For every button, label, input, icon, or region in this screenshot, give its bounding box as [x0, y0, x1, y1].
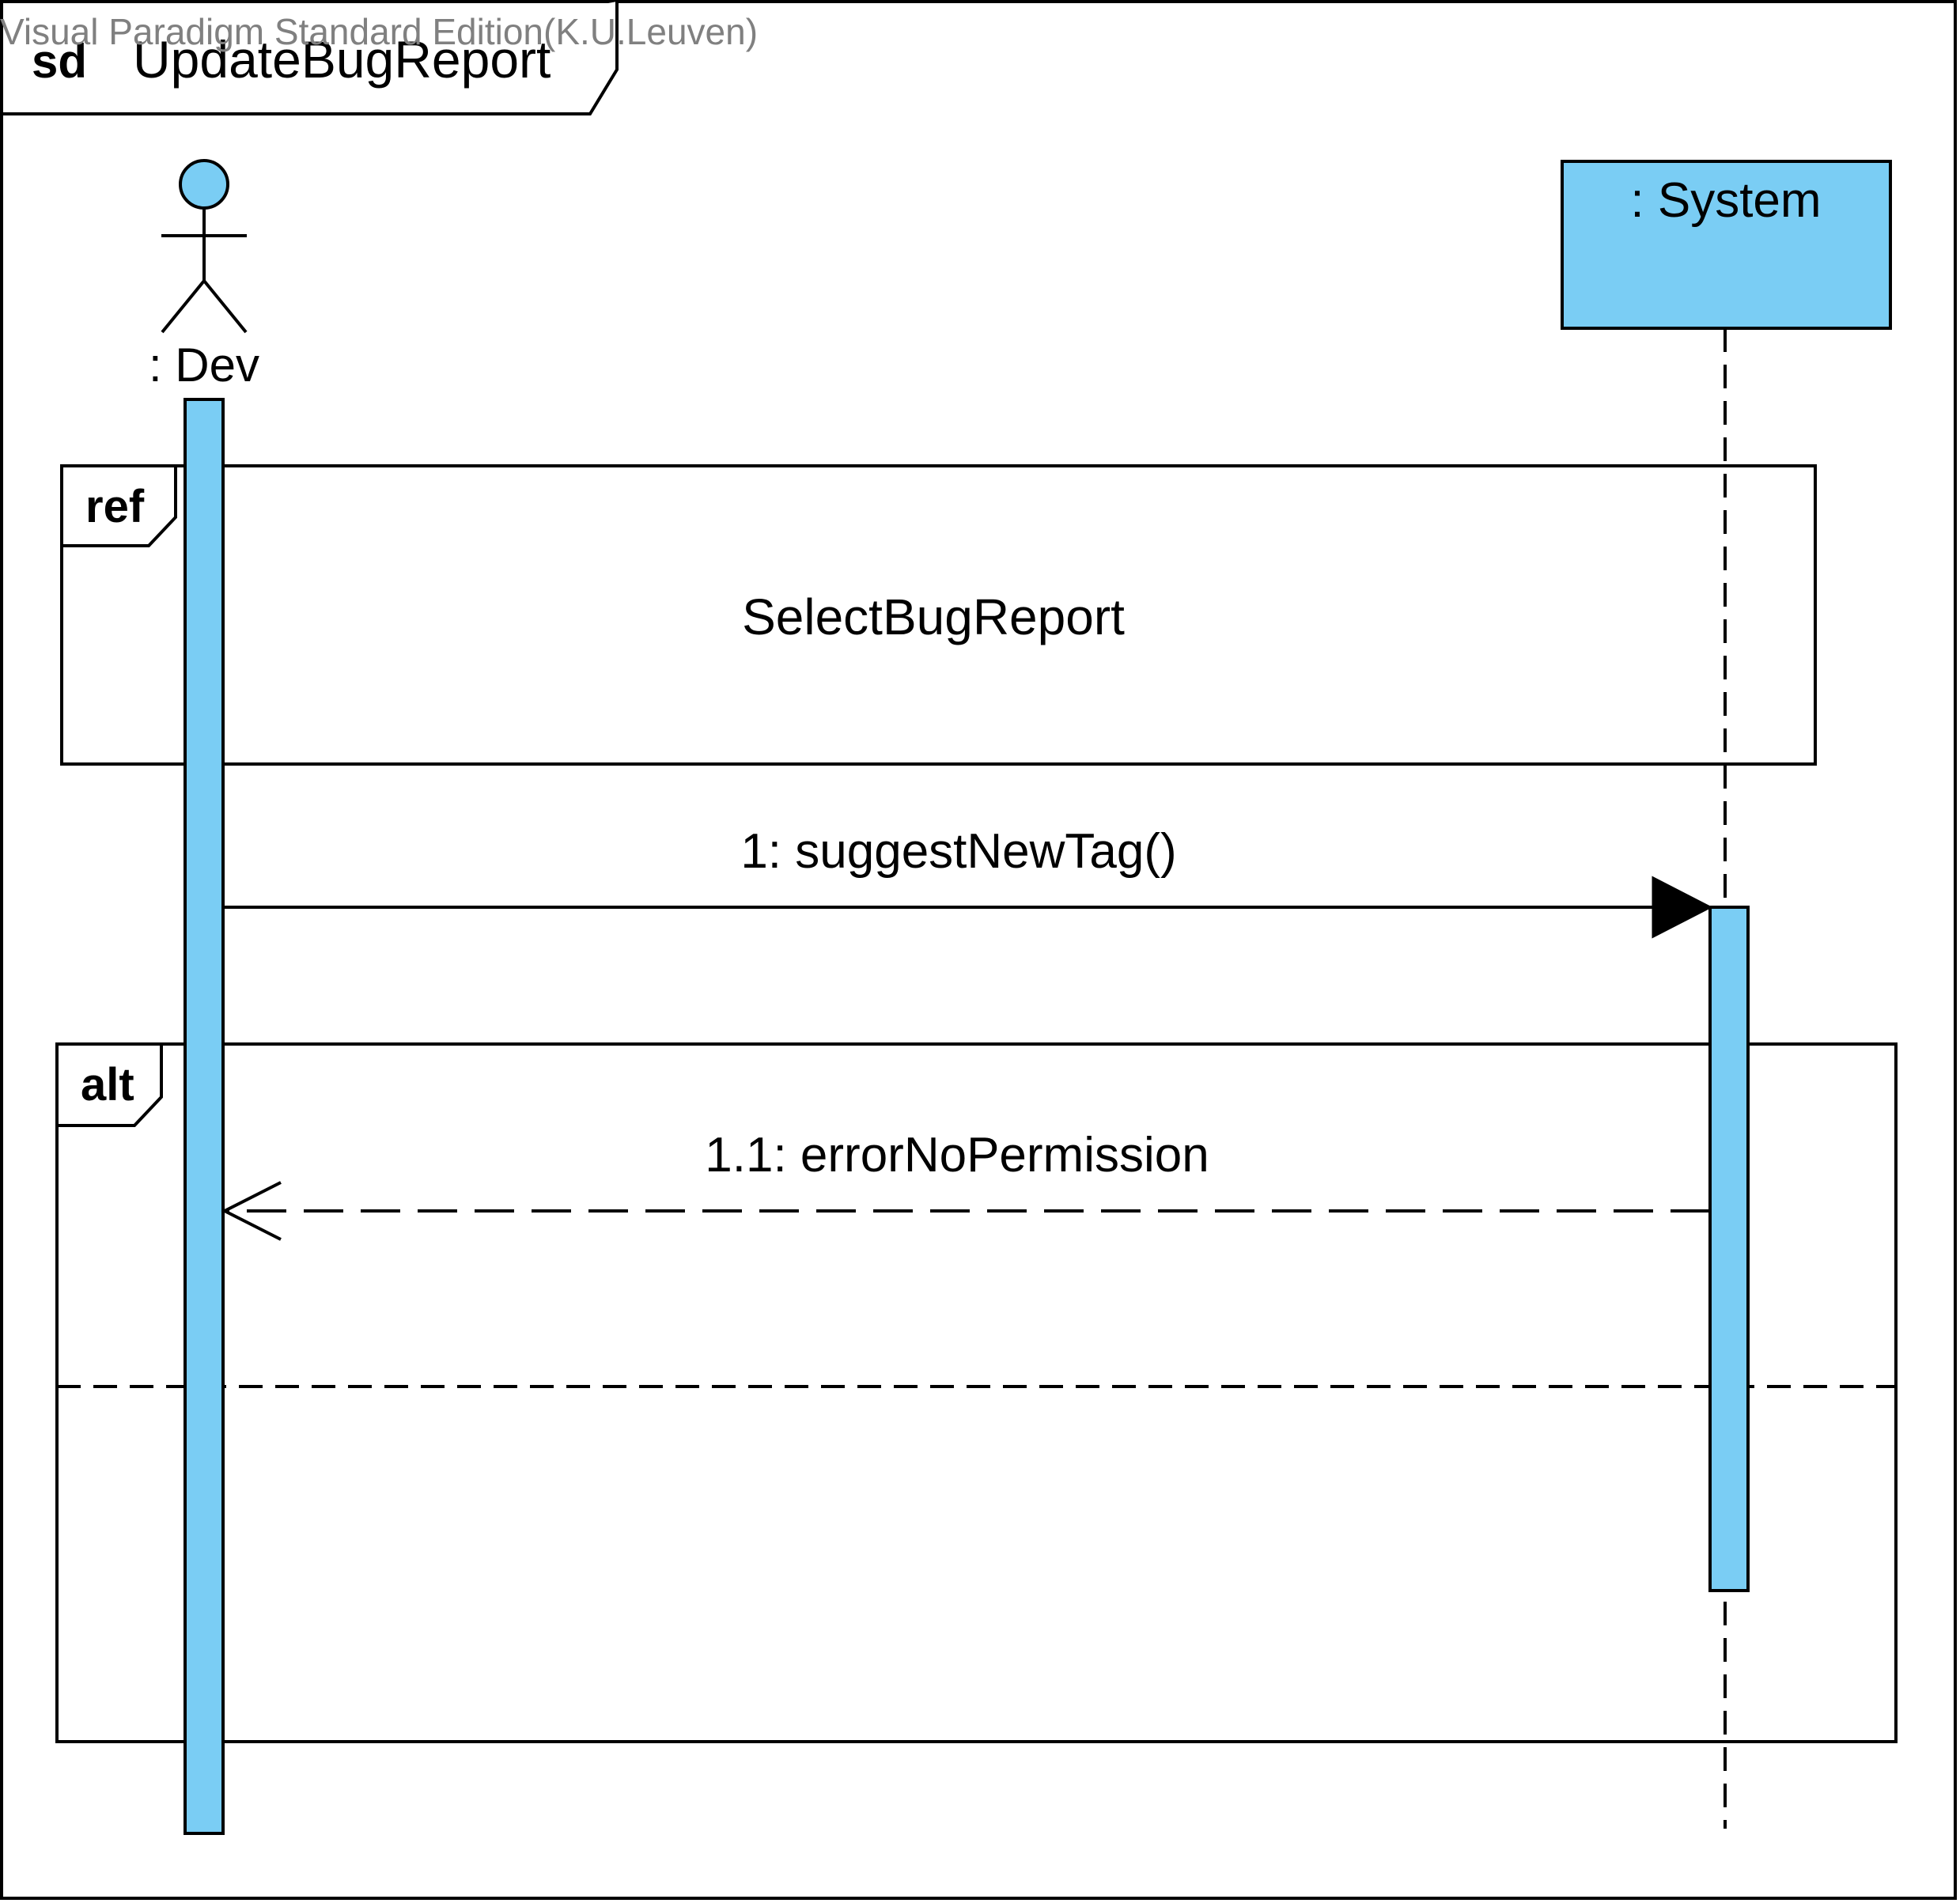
message-label: 1: suggestNewTag() — [740, 824, 1176, 879]
activation-system — [1708, 906, 1750, 1592]
lifeline-system-head[interactable] — [1561, 160, 1892, 330]
actor-dev[interactable] — [161, 159, 248, 334]
ref-keyword: ref — [85, 481, 145, 532]
ref-tab — [62, 466, 177, 547]
watermark: Visual Paradigm Standard Edition(K.U.Leu… — [0, 11, 758, 52]
filled-arrowhead — [1652, 876, 1713, 939]
ref-label: SelectBugReport — [742, 588, 1125, 645]
message-suggest-new-tag[interactable]: 1: suggestNewTag() — [223, 824, 1713, 939]
actor-head — [179, 159, 229, 210]
alt-tab — [57, 1044, 163, 1127]
ref-frame — [60, 464, 1817, 766]
alt-keyword: alt — [81, 1059, 134, 1110]
alt-fragment[interactable]: alt — [55, 1042, 1898, 1743]
message-label: 1.1: errorNoPermission — [705, 1128, 1209, 1182]
ref-fragment[interactable]: ref SelectBugReport — [60, 464, 1817, 766]
activation-dev — [184, 398, 225, 1835]
actor-leg-left — [161, 279, 206, 334]
lifeline-dev-label: : Dev — [149, 339, 259, 392]
message-error-no-permission[interactable]: 1.1: errorNoPermission — [221, 1128, 1710, 1241]
frame-keyword: sd — [32, 35, 87, 88]
frame-name-tab — [2, 2, 619, 115]
open-arrowhead — [221, 1181, 282, 1241]
actor-leg-right — [202, 279, 248, 334]
lifeline-system-label: : System — [1630, 173, 1821, 228]
frame-title: UpdateBugReport — [133, 30, 551, 89]
alt-frame — [55, 1042, 1898, 1743]
